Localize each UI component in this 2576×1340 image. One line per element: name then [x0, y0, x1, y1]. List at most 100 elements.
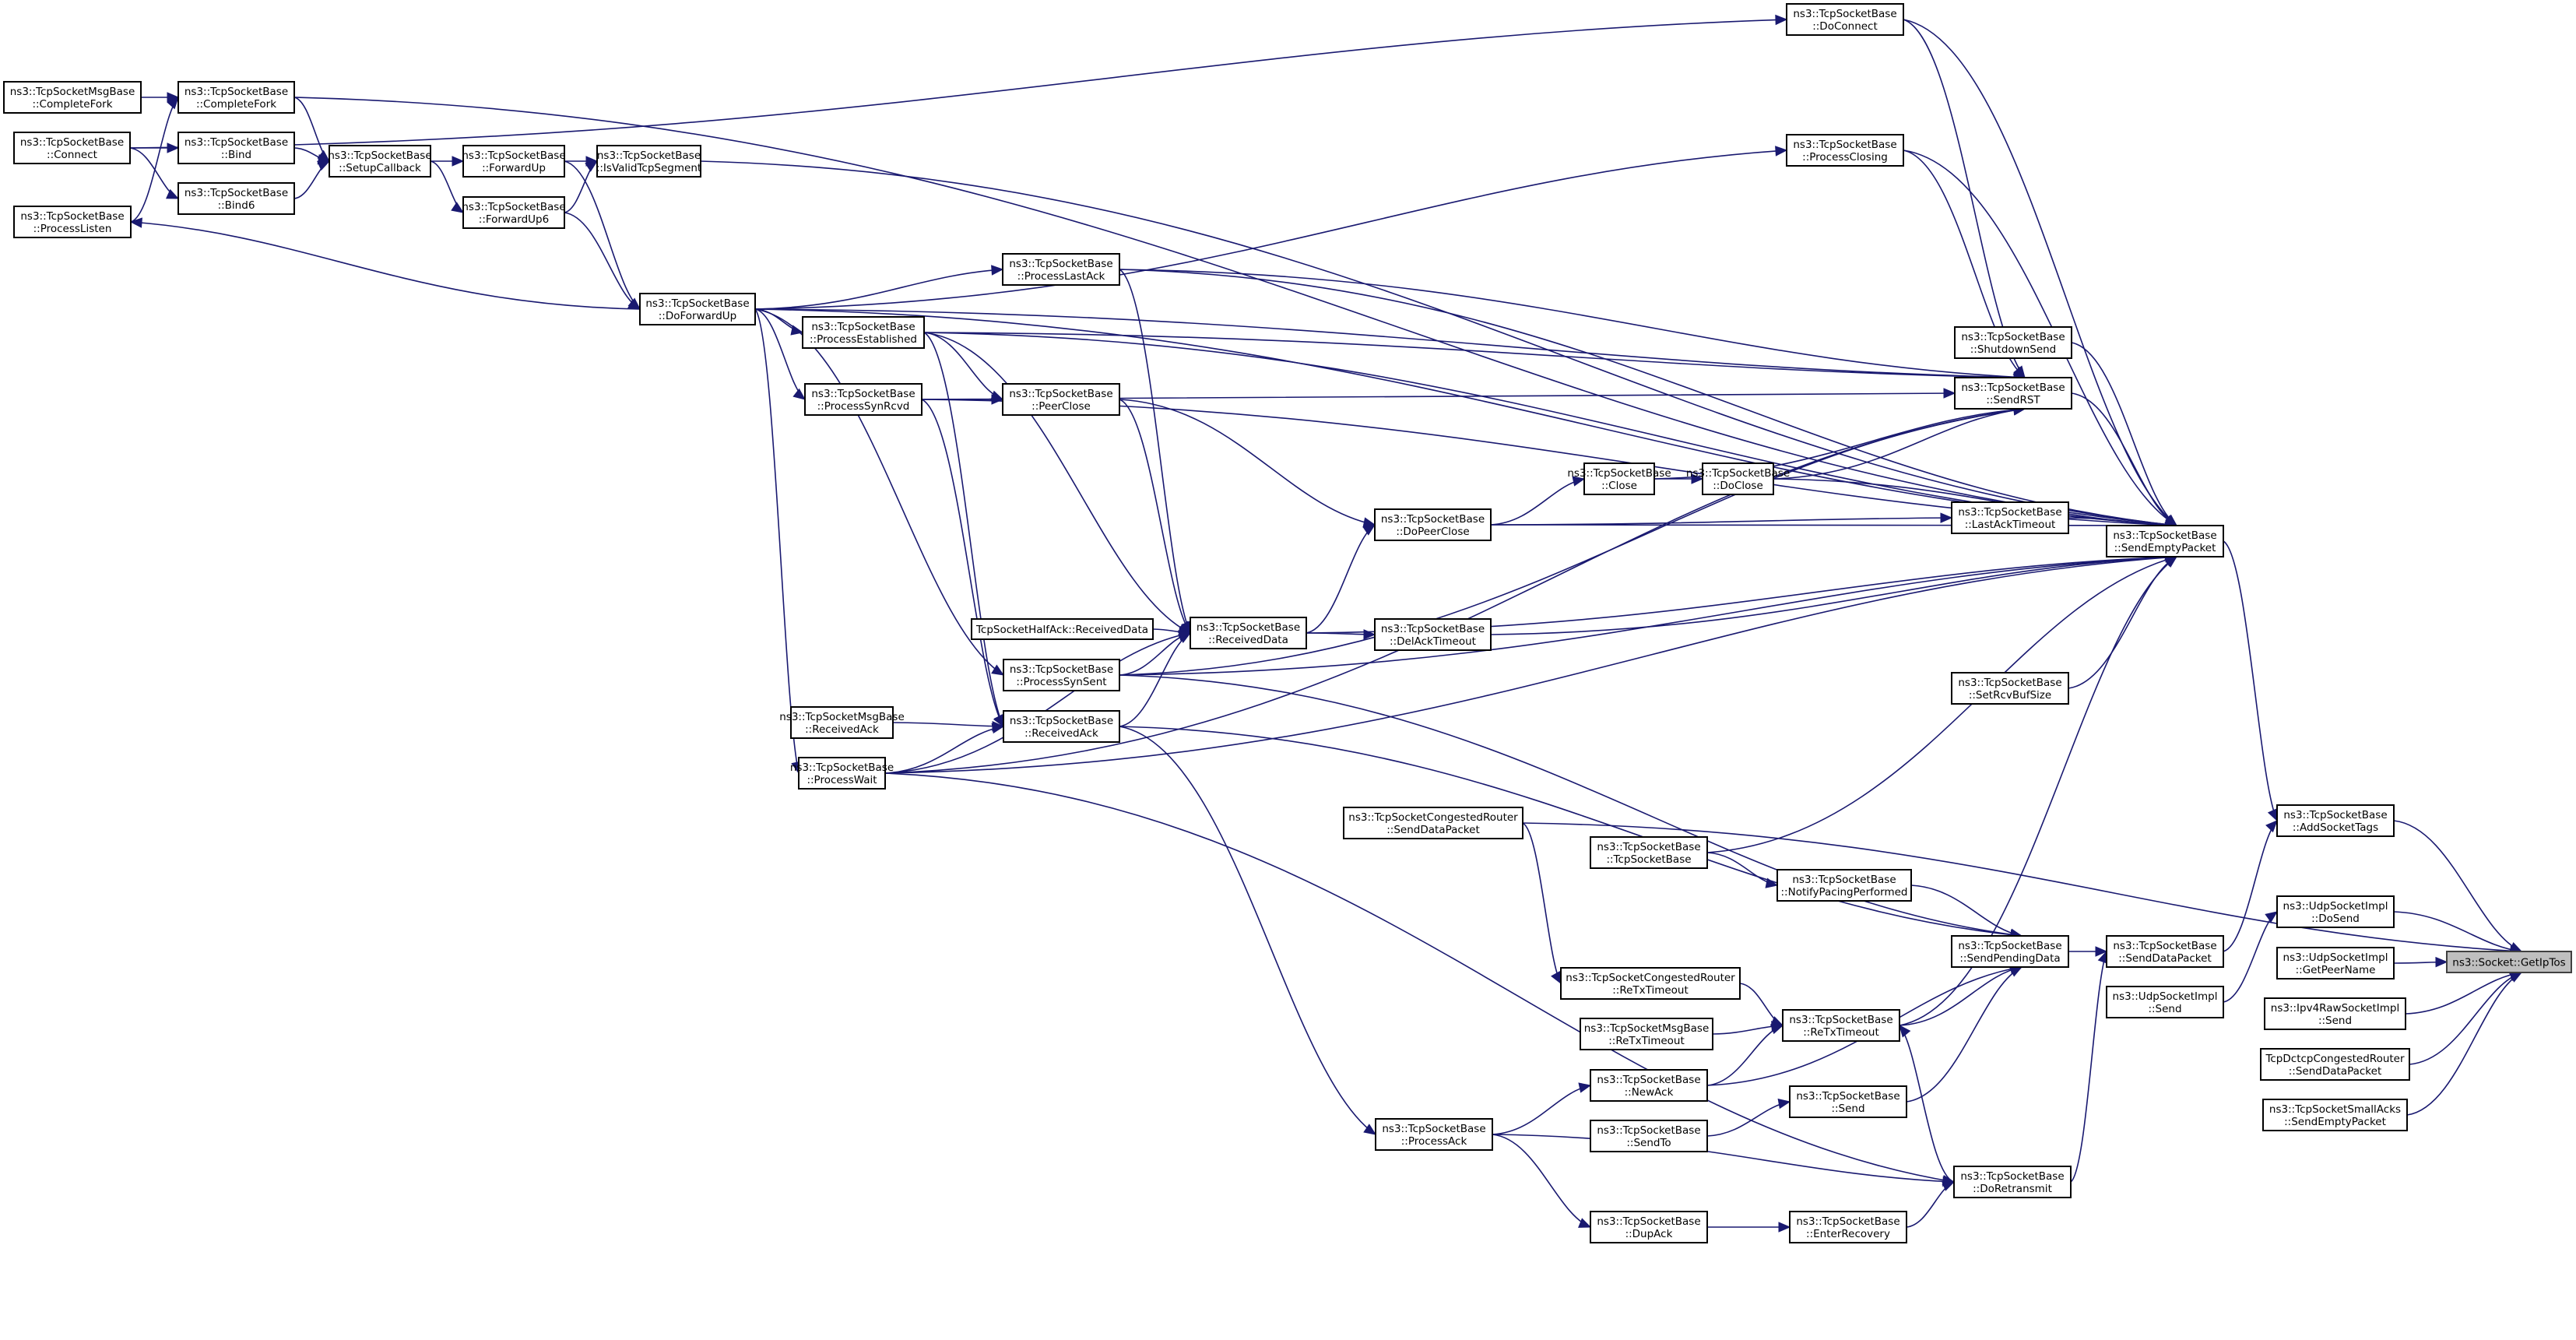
node-box[interactable] [1190, 617, 1307, 649]
node-box[interactable] [1954, 326, 2072, 359]
node-box[interactable] [2106, 935, 2224, 968]
node-ipv4-raw-send[interactable]: ns3::Ipv4RawSocketImpl::Send [2264, 997, 2406, 1030]
node-received-ack[interactable]: ns3::TcpSocketBase::ReceivedAck [1003, 710, 1120, 743]
node-box[interactable] [2264, 997, 2406, 1030]
node-box[interactable] [1583, 462, 1655, 495]
node-process-closing[interactable]: ns3::TcpSocketBase::ProcessClosing [1786, 134, 1904, 167]
node-box[interactable] [1776, 869, 1912, 902]
node-box[interactable] [971, 618, 1154, 640]
node-box[interactable] [177, 81, 295, 114]
node-new-ack[interactable]: ns3::TcpSocketBase::NewAck [1590, 1069, 1708, 1102]
node-box[interactable] [2446, 951, 2572, 973]
node-get-ip-tos[interactable]: ns3::Socket::GetIpTos [2446, 951, 2572, 973]
node-received-data[interactable]: ns3::TcpSocketBase::ReceivedData [1190, 617, 1307, 649]
node-cr-re-tx-timeout[interactable]: ns3::TcpSocketCongestedRouter::ReTxTimeo… [1560, 967, 1741, 1000]
node-close[interactable]: ns3::TcpSocketBase::Close [1567, 462, 1671, 495]
node-box[interactable] [177, 182, 295, 215]
node-last-ack-timeout[interactable]: ns3::TcpSocketBase::LastAckTimeout [1951, 501, 2069, 534]
node-box[interactable] [1590, 836, 1708, 869]
node-box[interactable] [2106, 986, 2224, 1018]
node-box[interactable] [1954, 377, 2072, 410]
node-box[interactable] [1590, 1069, 1708, 1102]
node-box[interactable] [1590, 1120, 1708, 1152]
node-cr-send-data-packet[interactable]: ns3::TcpSocketCongestedRouter::SendDataP… [1343, 807, 1523, 839]
node-re-tx-timeout[interactable]: ns3::TcpSocketBase::ReTxTimeout [1782, 1009, 1900, 1042]
node-box[interactable] [2260, 1048, 2410, 1081]
node-box[interactable] [462, 145, 565, 178]
node-del-ack-timeout[interactable]: ns3::TcpSocketBase::DelAckTimeout [1374, 618, 1492, 651]
node-process-established[interactable]: ns3::TcpSocketBase::ProcessEstablished [802, 316, 925, 349]
node-box[interactable] [1374, 618, 1492, 651]
node-add-socket-tags[interactable]: ns3::TcpSocketBase::AddSocketTags [2276, 804, 2395, 837]
node-box[interactable] [2276, 947, 2395, 980]
node-udp-do-send[interactable]: ns3::UdpSocketImpl::DoSend [2276, 895, 2395, 928]
node-connect[interactable]: ns3::TcpSocketBase::Connect [13, 132, 131, 164]
node-box[interactable] [329, 145, 431, 178]
node-box[interactable] [2276, 804, 2395, 837]
node-msg-complete-fork[interactable]: ns3::TcpSocketMsgBase::CompleteFork [3, 81, 142, 114]
node-small-acks-send-empty-packet[interactable]: ns3::TcpSocketSmallAcks::SendEmptyPacket [2262, 1099, 2408, 1131]
node-msg-received-ack[interactable]: ns3::TcpSocketMsgBase::ReceivedAck [779, 706, 905, 739]
node-box[interactable] [177, 132, 295, 164]
node-box[interactable] [1789, 1211, 1907, 1243]
node-box[interactable] [1002, 383, 1120, 416]
node-box[interactable] [1953, 1166, 2072, 1198]
node-process-syn-sent[interactable]: ns3::TcpSocketBase::ProcessSynSent [1003, 659, 1120, 691]
node-bind6[interactable]: ns3::TcpSocketBase::Bind6 [177, 182, 295, 215]
node-process-syn-rcvd[interactable]: ns3::TcpSocketBase::ProcessSynRcvd [804, 383, 923, 416]
node-box[interactable] [804, 383, 923, 416]
node-box[interactable] [1951, 672, 2069, 705]
node-dctcp-send-data-packet[interactable]: TcpDctcpCongestedRouter::SendDataPacket [2260, 1048, 2410, 1081]
node-do-forward-up[interactable]: ns3::TcpSocketBase::DoForwardUp [639, 293, 756, 325]
node-box[interactable] [1375, 1118, 1493, 1151]
node-box[interactable] [1003, 659, 1120, 691]
node-box[interactable] [1789, 1085, 1907, 1118]
node-box[interactable] [1560, 967, 1741, 1000]
node-box[interactable] [1343, 807, 1523, 839]
node-box[interactable] [596, 145, 701, 178]
node-process-wait[interactable]: ns3::TcpSocketBase::ProcessWait [790, 757, 894, 790]
node-box[interactable] [1580, 1018, 1713, 1050]
node-process-ack[interactable]: ns3::TcpSocketBase::ProcessAck [1375, 1118, 1493, 1151]
node-box[interactable] [1786, 3, 1904, 36]
node-box[interactable] [462, 196, 565, 229]
node-udp-send[interactable]: ns3::UdpSocketImpl::Send [2106, 986, 2224, 1018]
node-box[interactable] [1951, 501, 2069, 534]
node-do-close[interactable]: ns3::TcpSocketBase::DoClose [1686, 462, 1790, 495]
node-peer-close[interactable]: ns3::TcpSocketBase::PeerClose [1002, 383, 1120, 416]
node-box[interactable] [1590, 1211, 1708, 1243]
node-box[interactable] [1951, 935, 2069, 968]
node-do-retransmit[interactable]: ns3::TcpSocketBase::DoRetransmit [1953, 1166, 2072, 1198]
node-send-pending-data[interactable]: ns3::TcpSocketBase::SendPendingData [1951, 935, 2069, 968]
node-tcp-socket-base-ctor[interactable]: ns3::TcpSocketBase::TcpSocketBase [1590, 836, 1708, 869]
node-box[interactable] [13, 206, 132, 238]
node-do-peer-close[interactable]: ns3::TcpSocketBase::DoPeerClose [1374, 508, 1492, 541]
node-set-rcv-buf-size[interactable]: ns3::TcpSocketBase::SetRcvBufSize [1951, 672, 2069, 705]
node-process-last-ack[interactable]: ns3::TcpSocketBase::ProcessLastAck [1002, 253, 1120, 286]
node-box[interactable] [1782, 1009, 1900, 1042]
node-notify-pacing-performed[interactable]: ns3::TcpSocketBase::NotifyPacingPerforme… [1776, 869, 1912, 902]
node-bind[interactable]: ns3::TcpSocketBase::Bind [177, 132, 295, 164]
node-box[interactable] [1002, 253, 1120, 286]
node-half-ack-received-data[interactable]: TcpSocketHalfAck::ReceivedData [971, 618, 1154, 640]
node-box[interactable] [13, 132, 131, 164]
node-box[interactable] [3, 81, 142, 114]
node-box[interactable] [2276, 895, 2395, 928]
node-send[interactable]: ns3::TcpSocketBase::Send [1789, 1085, 1907, 1118]
node-msg-re-tx-timeout[interactable]: ns3::TcpSocketMsgBase::ReTxTimeout [1580, 1018, 1713, 1050]
node-box[interactable] [798, 757, 886, 790]
node-enter-recovery[interactable]: ns3::TcpSocketBase::EnterRecovery [1789, 1211, 1907, 1243]
node-box[interactable] [2262, 1099, 2408, 1131]
node-complete-fork[interactable]: ns3::TcpSocketBase::CompleteFork [177, 81, 295, 114]
node-box[interactable] [1374, 508, 1492, 541]
node-setup-callback[interactable]: ns3::TcpSocketBase::SetupCallback [328, 145, 432, 178]
node-box[interactable] [639, 293, 756, 325]
node-process-listen[interactable]: ns3::TcpSocketBase::ProcessListen [13, 206, 132, 238]
node-send-data-packet[interactable]: ns3::TcpSocketBase::SendDataPacket [2106, 935, 2224, 968]
node-box[interactable] [2106, 525, 2224, 557]
node-is-valid-tcp-segment[interactable]: ns3::TcpSocketBase::IsValidTcpSegment [596, 145, 701, 178]
node-send-rst[interactable]: ns3::TcpSocketBase::SendRST [1954, 377, 2072, 410]
node-dup-ack[interactable]: ns3::TcpSocketBase::DupAck [1590, 1211, 1708, 1243]
node-box[interactable] [1702, 462, 1774, 495]
node-send-empty-packet[interactable]: ns3::TcpSocketBase::SendEmptyPacket [2106, 525, 2224, 557]
